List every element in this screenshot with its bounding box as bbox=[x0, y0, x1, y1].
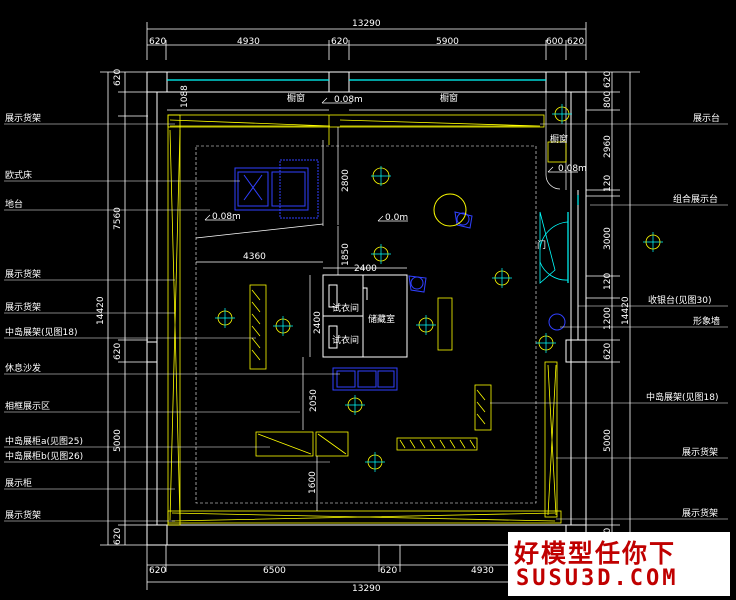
marker-crosses bbox=[215, 104, 663, 472]
right-seg-dim: 620 bbox=[603, 343, 613, 360]
left-callout-text: 欧式床 bbox=[5, 169, 32, 181]
left-callout-leaders bbox=[4, 123, 340, 522]
shop-window-label: 橱窗 bbox=[440, 92, 458, 104]
left-dimensions bbox=[100, 71, 148, 546]
watermark-slogan: 好模型任你下 bbox=[514, 539, 677, 568]
top-total-dim: 13290 bbox=[352, 19, 381, 29]
right-seg-dim: 3000 bbox=[603, 227, 613, 250]
right-dim-texts: 620 800 2960 120 3000 120 1200 620 5000 … bbox=[603, 71, 631, 545]
left-callout-text: 地台 bbox=[5, 198, 23, 210]
top-seg-dim: 620 bbox=[331, 37, 348, 47]
inner-dim: 1850 bbox=[341, 243, 351, 266]
right-callout-text: 中岛展架(见图18) bbox=[646, 391, 718, 403]
right-callout-text: 展示货架 bbox=[682, 446, 718, 458]
left-callout-text: 中岛展柜a(见图25) bbox=[5, 435, 83, 447]
watermark-logo: 好模型任你下 SUSU3D.COM bbox=[508, 532, 730, 596]
watermark-site: SUSU3D.COM bbox=[516, 566, 679, 591]
level-mark-label: 0.08m bbox=[334, 95, 363, 105]
top-seg-dim: 620 bbox=[149, 37, 166, 47]
inner-dim-lines bbox=[196, 127, 407, 511]
storage-room-label: 储藏室 bbox=[368, 313, 395, 325]
european-bed bbox=[234, 159, 319, 219]
outer-walls bbox=[146, 71, 587, 546]
right-dimensions bbox=[586, 71, 640, 546]
inner-dim: 2050 bbox=[309, 389, 319, 412]
level-mark-label: 0.0m bbox=[385, 213, 408, 223]
fitting-room-label: 试衣间 bbox=[332, 334, 359, 346]
left-callout-text: 展示货架 bbox=[5, 112, 41, 124]
outside-marker bbox=[645, 234, 661, 250]
bottom-total-dim: 13290 bbox=[352, 584, 381, 594]
right-callout-text: 组合展示台 bbox=[673, 193, 718, 205]
bottom-seg-dim: 6500 bbox=[263, 566, 286, 576]
light-markers bbox=[217, 106, 570, 470]
shop-window-glass bbox=[167, 79, 579, 284]
left-callout-text: 展示货架 bbox=[5, 509, 41, 521]
sales-area-boundary bbox=[195, 145, 537, 504]
left-callout-text: 中岛展柜b(见图26) bbox=[5, 450, 83, 462]
window-frames bbox=[167, 92, 567, 190]
right-seg-dim: 5000 bbox=[603, 429, 613, 452]
top-seg-dim: 600 bbox=[546, 37, 563, 47]
right-total-dim: 14420 bbox=[621, 296, 631, 325]
top-seg-dim: 5900 bbox=[436, 37, 459, 47]
inner-dim: 4360 bbox=[243, 252, 266, 262]
right-seg-dim: 800 bbox=[603, 91, 613, 108]
top-seg-dim: 620 bbox=[567, 37, 584, 47]
island-racks bbox=[249, 141, 567, 457]
right-seg-dim: 1200 bbox=[603, 307, 613, 330]
inner-dim: 1600 bbox=[308, 471, 318, 494]
platform-edge bbox=[195, 223, 324, 239]
right-callout-text: 形象墙 bbox=[693, 315, 720, 327]
inner-dim: 2400 bbox=[313, 311, 323, 334]
door-label: 门 bbox=[537, 239, 546, 251]
fitting-storage-block bbox=[322, 274, 408, 358]
bottom-seg-dim: 620 bbox=[380, 566, 397, 576]
right-seg-dim: 620 bbox=[603, 71, 613, 88]
chairs bbox=[408, 211, 566, 331]
left-seg-dim: 620 bbox=[113, 528, 123, 545]
left-total-dim: 14420 bbox=[96, 296, 106, 325]
right-callout-text: 展示台 bbox=[693, 112, 720, 124]
bottom-seg-dim: 4930 bbox=[471, 566, 494, 576]
left-callout-text: 相框展示区 bbox=[5, 400, 50, 412]
level-mark-label: 0.08m bbox=[558, 164, 587, 174]
shop-window-label: 橱窗 bbox=[550, 133, 568, 145]
left-callout-text: 展示货架 bbox=[5, 268, 41, 280]
left-seg-dim: 620 bbox=[113, 343, 123, 360]
round-display-table bbox=[433, 193, 467, 227]
left-callout-text: 展示货架 bbox=[5, 301, 41, 313]
left-seg-dim: 5000 bbox=[113, 429, 123, 452]
lounge-sofa bbox=[332, 367, 398, 391]
left-dim-texts: 620 1088 7560 620 5000 620 14420 bbox=[96, 69, 190, 545]
right-seg-dim: 120 bbox=[603, 175, 613, 192]
right-callout-text: 收银台(见图30) bbox=[648, 294, 711, 306]
right-callout-leaders bbox=[490, 123, 728, 520]
top-seg-dim: 4930 bbox=[237, 37, 260, 47]
inner-dim: 2400 bbox=[354, 264, 377, 274]
level-mark-label: 0.08m bbox=[212, 212, 241, 222]
left-callout-text: 休息沙发 bbox=[5, 362, 41, 374]
level-marks bbox=[204, 97, 578, 222]
perimeter-display-racks bbox=[167, 114, 562, 526]
left-callout-text: 展示柜 bbox=[5, 477, 32, 489]
right-callout-text: 展示货架 bbox=[682, 507, 718, 519]
left-seg-dim: 7560 bbox=[113, 207, 123, 230]
left-seg-dim: 1088 bbox=[180, 85, 190, 108]
left-seg-dim: 620 bbox=[113, 69, 123, 86]
left-callout-text: 中岛展架(见图18) bbox=[5, 326, 77, 338]
shop-window-label: 橱窗 bbox=[287, 92, 305, 104]
bottom-seg-dim: 620 bbox=[149, 566, 166, 576]
inner-dim: 2800 bbox=[341, 169, 351, 192]
fitting-room-label: 试衣间 bbox=[332, 302, 359, 314]
top-dimensions bbox=[146, 22, 587, 60]
right-seg-dim: 120 bbox=[603, 273, 613, 290]
right-seg-dim: 2960 bbox=[603, 135, 613, 158]
